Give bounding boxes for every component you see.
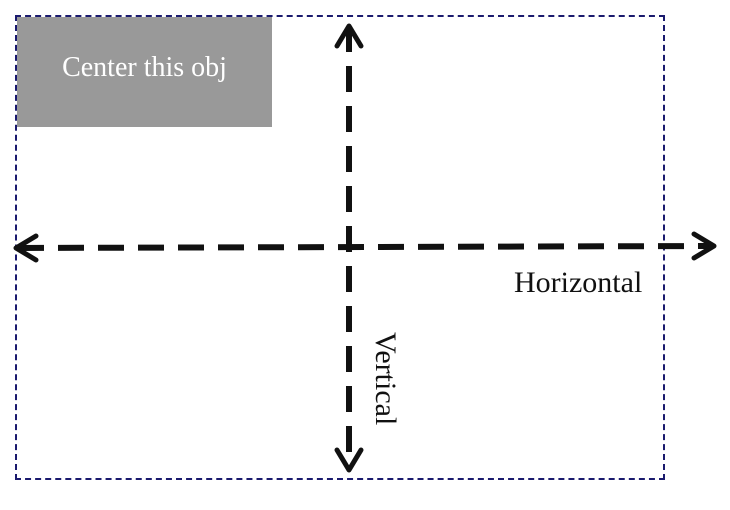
center-object-box: Center this obj — [17, 17, 272, 127]
left-arrowhead-icon — [13, 233, 39, 263]
right-arrowhead-icon — [691, 231, 717, 261]
up-arrowhead-icon — [334, 23, 364, 49]
center-object-label: Center this obj — [62, 52, 227, 83]
vertical-axis-arrow — [334, 23, 364, 473]
horizontal-axis-arrow — [13, 231, 717, 263]
vertical-axis-label: Vertical — [369, 332, 402, 426]
down-arrowhead-icon — [334, 447, 364, 473]
horizontal-axis-label: Horizontal — [514, 266, 643, 299]
